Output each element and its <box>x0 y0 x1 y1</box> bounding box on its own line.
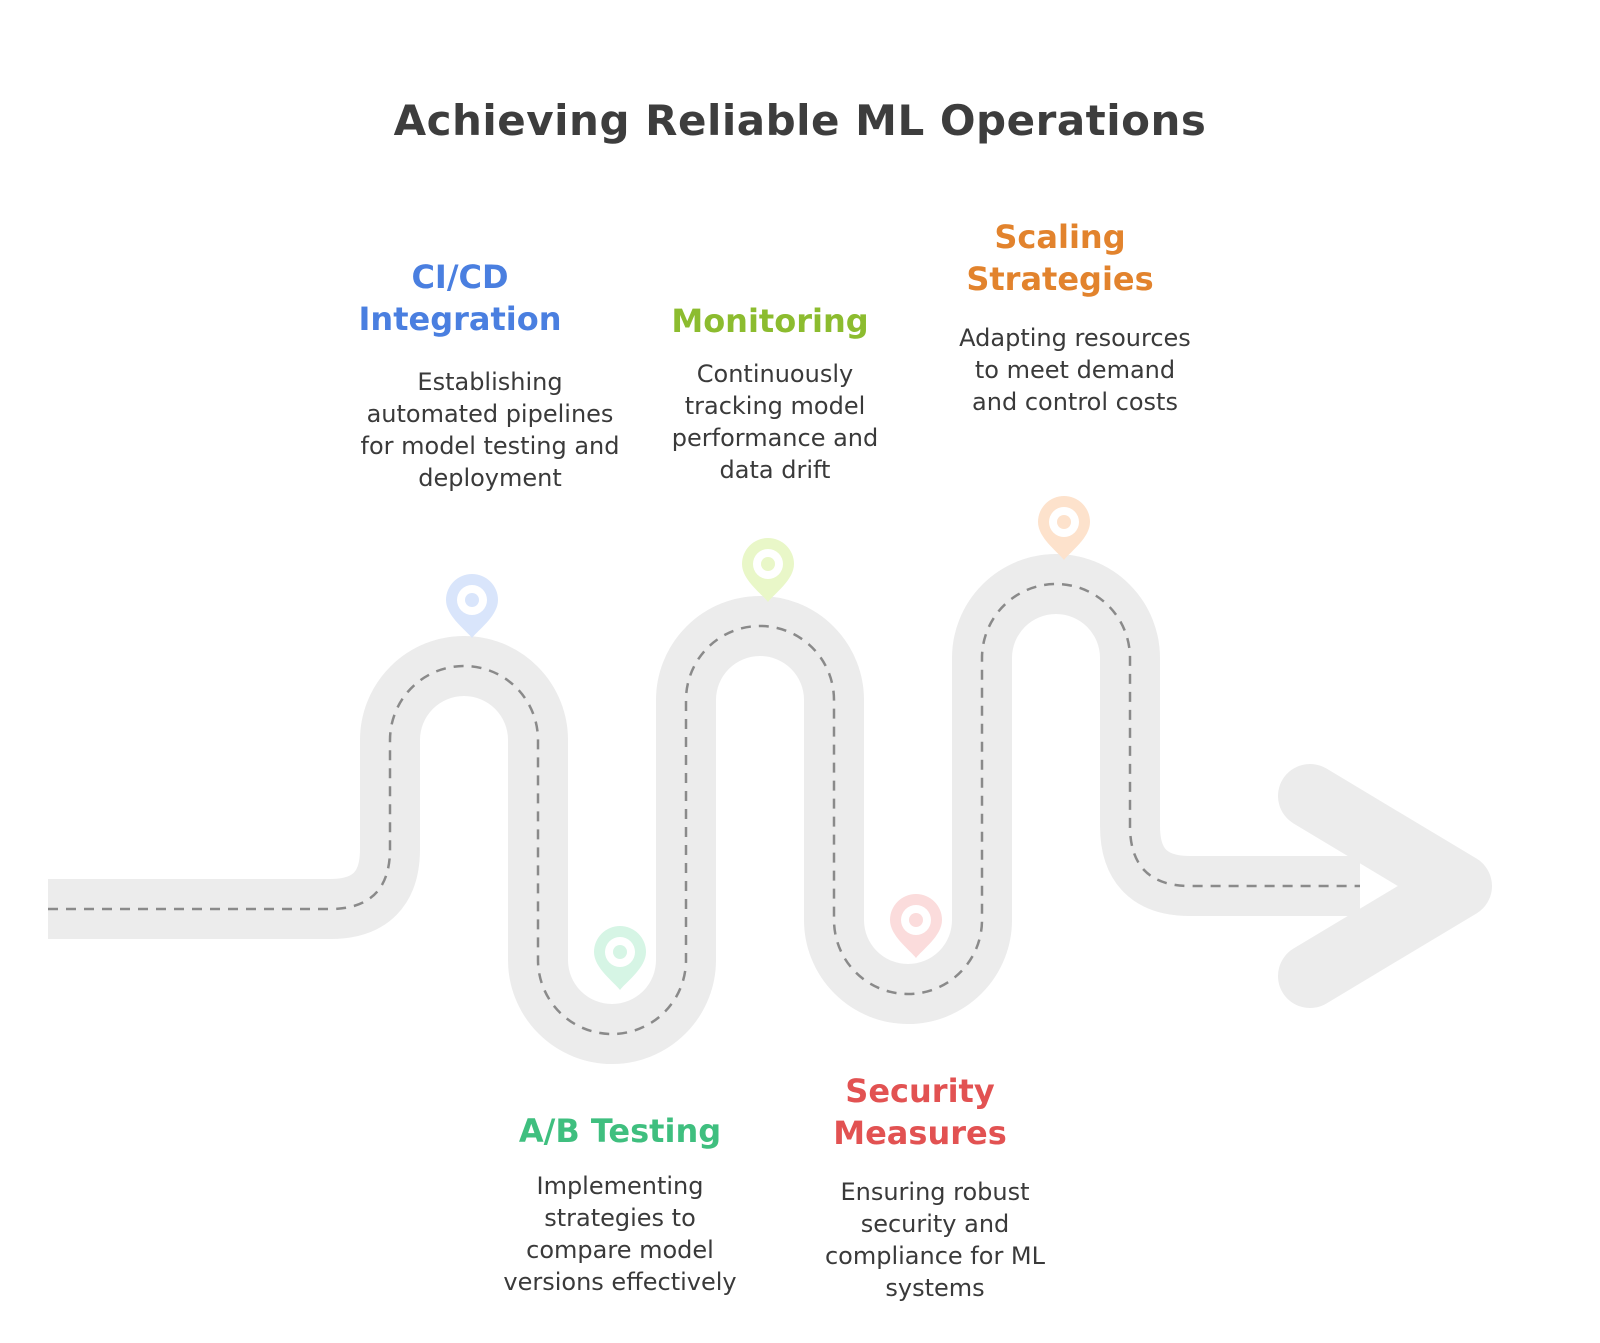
milestone-cicd-integration: CI/CD Integration Establishing automated… <box>320 256 620 494</box>
page-title: Achieving Reliable ML Operations <box>393 96 1207 145</box>
milestone-scaling-strategies: Scaling Strategies Adapting resources to… <box>920 216 1200 418</box>
milestone-security-measures: Security Measures Ensuring robust securi… <box>780 1070 1060 1304</box>
milestone-title: Scaling Strategies <box>966 218 1154 298</box>
milestone-title: Security Measures <box>833 1072 1007 1152</box>
milestone-description: Adapting resources to meet demand and co… <box>959 324 1191 416</box>
road-arrow-head <box>1278 764 1492 1008</box>
map-pin-icon <box>890 894 942 958</box>
milestone-description: Implementing strategies to compare model… <box>503 1172 737 1296</box>
milestone-description: Continuously tracking model performance … <box>671 360 879 484</box>
map-pin-icon <box>742 538 794 602</box>
map-pin-icon <box>446 574 498 638</box>
milestone-monitoring: Monitoring Continuously tracking model p… <box>630 300 910 486</box>
map-pin-icon <box>1038 496 1090 560</box>
milestone-description: Establishing automated pipelines for mod… <box>360 368 620 492</box>
map-pin-icon <box>594 926 646 990</box>
milestone-description: Ensuring robust security and compliance … <box>824 1178 1046 1302</box>
milestone-title: Monitoring <box>671 302 869 340</box>
milestone-title: CI/CD Integration <box>358 258 562 338</box>
milestone-title: A/B Testing <box>518 1112 722 1150</box>
milestone-ab-testing: A/B Testing Implementing strategies to c… <box>480 1110 760 1298</box>
road-center-line <box>48 582 1360 1036</box>
